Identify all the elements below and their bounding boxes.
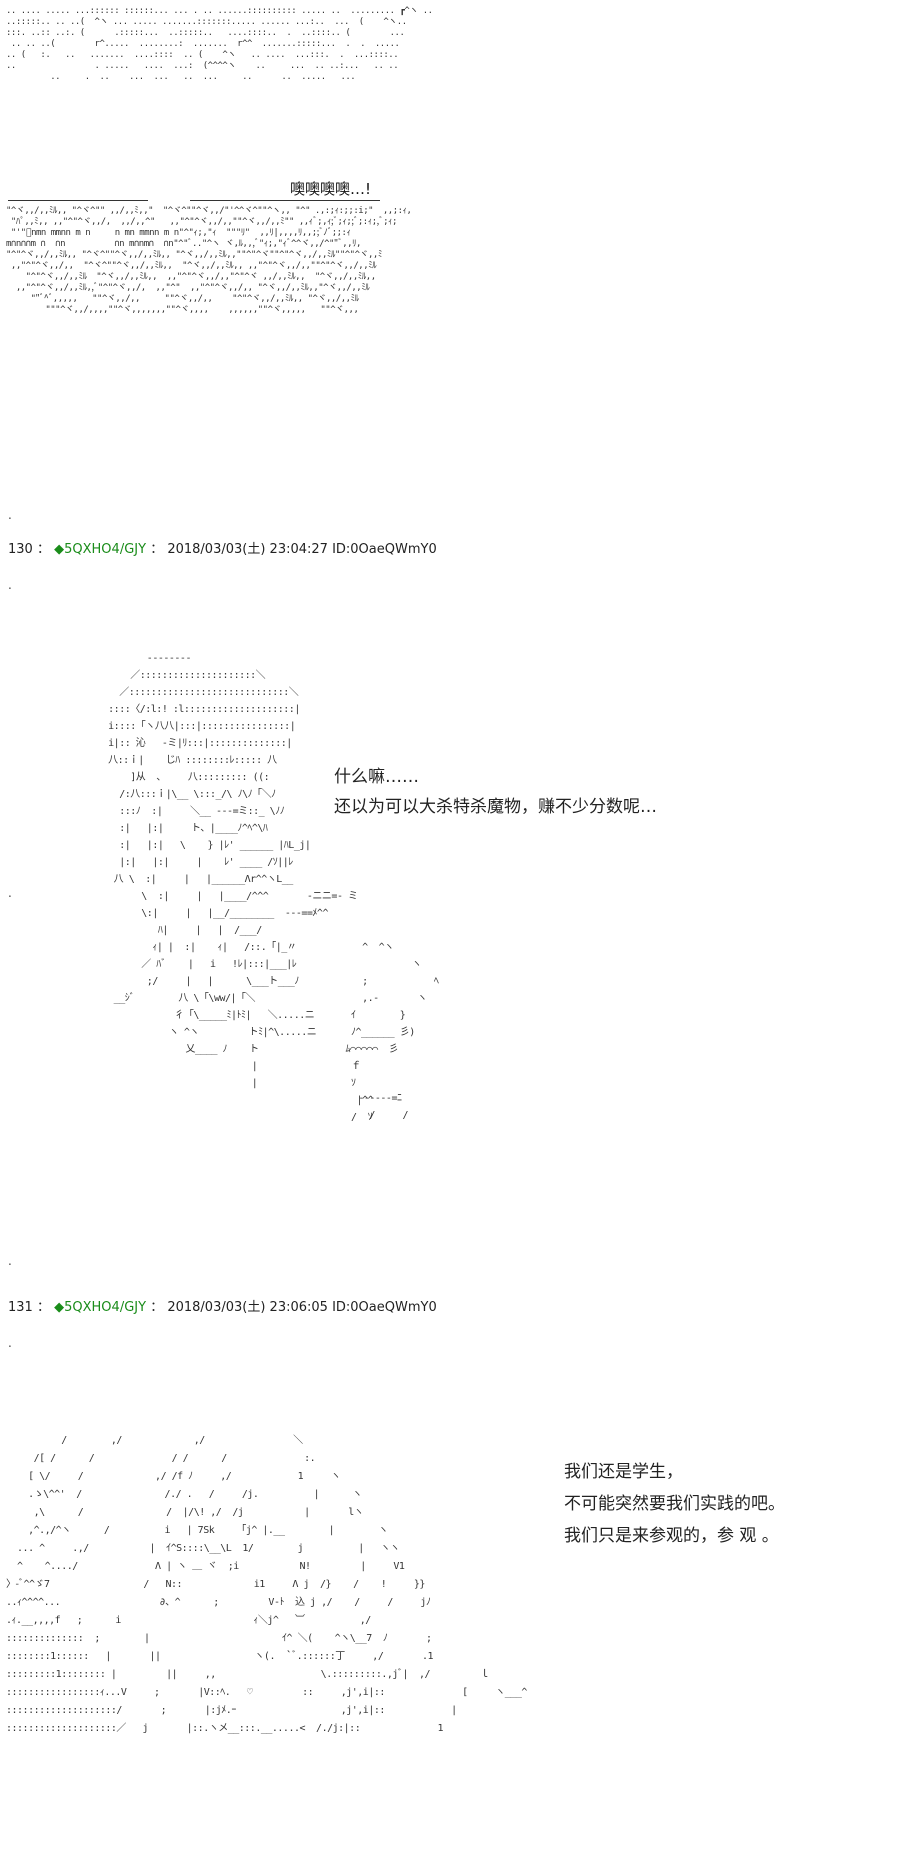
ascii-art-character-130: -------- ／:::::::::::::::::::::＼ ／::::::… [108, 653, 358, 1089]
post-date: 2018/03/03(土) 23:06:05 ID:0OaeQWmY0 [167, 1300, 437, 1315]
dialogue-131: 我们还是学生， 不可能突然要我们实践的吧。 我们只是来参观的，参 观 。 [564, 1456, 785, 1552]
separator-dot: . [8, 1254, 12, 1268]
ascii-art-characters-131: / ,/ ,/ ＼ /[ / / / / / :. [ \/ / ,/ /f ﾉ… [6, 1435, 527, 1734]
ascii-art-crowd: "^ヾ,,/,,ﾐﾙ,, "^ヾ^"" ,,/,,ﾐ,," "^ヾ^""^ヾ,,… [6, 206, 412, 315]
post-header-131: 131 ： ◆5QXHO4/GJY ： 2018/03/03(土) 23:06:… [8, 1296, 437, 1315]
post-date: 2018/03/03(土) 23:04:27 ID:0OaeQWmY0 [167, 542, 437, 557]
separator-dot: . [8, 886, 12, 900]
post-number: 131 [8, 1300, 33, 1315]
dialogue-line: 我们只是来参观的，参 观 。 [564, 1526, 779, 1546]
sound-effect-text: 噢噢噢噢…! [290, 180, 372, 198]
dialogue-130: 什么嘛…… 还以为可以大杀特杀魔物，赚不少分数呢… [334, 762, 657, 822]
post-header-130: 130 ： ◆5QXHO4/GJY ： 2018/03/03(土) 23:04:… [8, 538, 437, 557]
horizon-line-left [8, 200, 148, 201]
separator-dot: . [8, 508, 12, 522]
dialogue-line: 还以为可以大杀特杀魔物，赚不少分数呢… [334, 797, 657, 817]
ascii-art-ground-130: ------=ﾆ / / [358, 1093, 409, 1121]
post-number: 130 [8, 542, 33, 557]
post-separator: ： [150, 542, 164, 557]
post-separator: ： [36, 1300, 50, 1315]
separator-dot: . [8, 578, 12, 592]
horizon-line-right [190, 200, 380, 201]
trip-diamond-icon: ◆ [54, 542, 65, 557]
separator-dot: . [8, 1336, 12, 1350]
post-separator: ： [150, 1300, 164, 1315]
post-trip[interactable]: 5QXHO4/GJY [64, 1300, 147, 1315]
dialogue-line: 什么嘛…… [334, 767, 419, 787]
dialogue-line: 不可能突然要我们实践的吧。 [564, 1494, 785, 1514]
ascii-art-forest: .. .... ..... ...:::::: ::::::... ... . … [6, 6, 433, 82]
dialogue-line: 我们还是学生， [564, 1462, 683, 1482]
post-trip[interactable]: 5QXHO4/GJY [64, 542, 147, 557]
post-separator: ： [36, 542, 50, 557]
ascii-art-creature-130: ^ ^ヽ ヽ ; ﾍ ,.- ヽ ｲ } ﾉ^______ 彡) ﾑ⌒⌒⌒⌒⌒ … [345, 942, 439, 1123]
trip-diamond-icon: ◆ [54, 1300, 65, 1315]
